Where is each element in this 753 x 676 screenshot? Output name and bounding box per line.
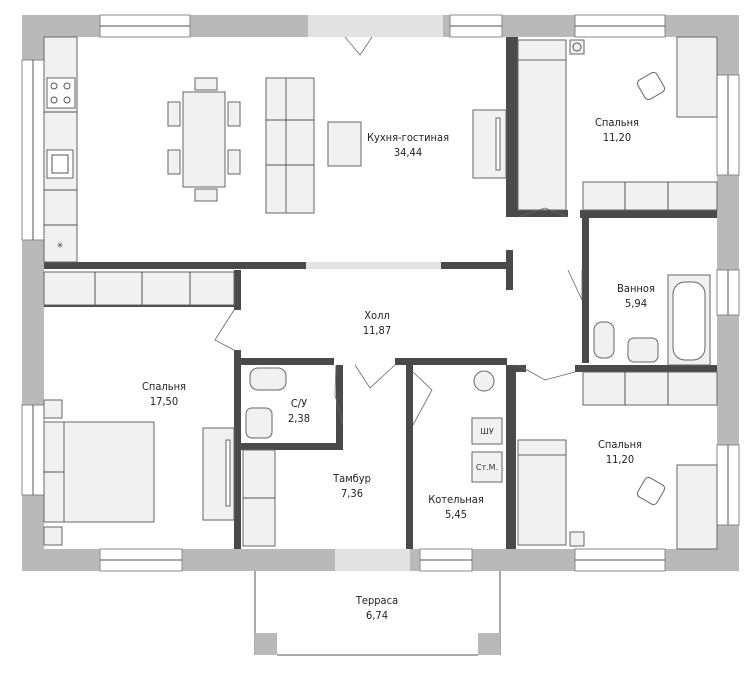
wardrobe-w: [43, 271, 235, 306]
room-area: 5,45: [445, 508, 467, 521]
coffee-table: [327, 121, 362, 167]
room-area: 11,20: [603, 131, 631, 144]
room-label-bedroom-ne: Спальня 11,20: [595, 116, 639, 144]
bathtub: [667, 274, 711, 366]
sink-bath: [627, 337, 659, 363]
interior-walls: [44, 37, 717, 549]
snowflake-icon: ✳: [57, 241, 64, 250]
nightstand-w2: [43, 526, 63, 546]
bed-w: [43, 421, 155, 523]
desk-ne: [676, 36, 718, 118]
toilet-wc: [249, 367, 287, 391]
room-name: Тамбур: [332, 472, 371, 485]
room-label-hall: Холл 11,87: [363, 309, 391, 337]
tv-w: [202, 427, 235, 521]
room-label-bedroom-se: Спальня 11,20: [598, 438, 642, 466]
room-name: Спальня: [595, 116, 639, 129]
shoe-cabinet: [242, 449, 276, 547]
doors: [214, 36, 583, 426]
room-label-terrace: Терраса 6,74: [355, 594, 398, 622]
room-label-bathroom: Ванноя 5,94: [617, 282, 655, 310]
dining-table: [167, 77, 241, 202]
room-area: 11,87: [363, 324, 391, 337]
washing-machine: Ст.М.: [471, 451, 503, 483]
nightstand-se: [569, 531, 585, 547]
room-name: Терраса: [355, 594, 398, 607]
bed-ne: [517, 39, 567, 211]
wardrobe-ne: [582, 181, 718, 211]
sink-icon: [46, 149, 74, 179]
boiler-icon: [473, 370, 495, 392]
room-area: 6,74: [366, 609, 388, 622]
room-label-bedroom-w: Спальня 17,50: [142, 380, 186, 408]
desk-se: [676, 464, 718, 550]
room-name: Кухня-гостиная: [367, 131, 449, 144]
sink-wc: [245, 407, 273, 439]
washing-machine-label: Ст.М.: [476, 463, 498, 472]
control-panel-label: ШУ: [480, 427, 494, 436]
bed-se: [517, 439, 567, 546]
lamp-icon: [572, 42, 582, 52]
room-label-boiler: Котельная 5,45: [428, 493, 484, 521]
sofa: [265, 77, 315, 214]
bottom-entrance-opening: [335, 549, 410, 571]
room-area: 5,94: [625, 297, 647, 310]
control-panel: ШУ: [471, 417, 503, 445]
room-area: 34,44: [394, 146, 422, 159]
stove-icon: [46, 77, 76, 109]
nightstand-ne: [569, 39, 585, 55]
room-name: Котельная: [428, 493, 484, 506]
room-name: Спальня: [142, 380, 186, 393]
top-entrance-opening: [308, 15, 443, 37]
tv-unit: [472, 109, 507, 179]
terrace: [254, 571, 501, 656]
room-label-vestibule: Тамбур 7,36: [332, 472, 371, 500]
nightstand-w1: [43, 399, 63, 419]
room-name: Спальня: [598, 438, 642, 451]
wardrobe-se: [582, 371, 718, 406]
room-name: С/У: [291, 397, 307, 410]
chair-ne-icon: [636, 71, 666, 101]
room-label-wc: С/У 2,38: [288, 397, 310, 425]
room-area: 11,20: [606, 453, 634, 466]
toilet-bath: [593, 321, 615, 359]
room-area: 7,36: [341, 487, 363, 500]
windows: [21, 14, 740, 572]
room-name: Холл: [364, 309, 390, 322]
room-name: Ванноя: [617, 282, 655, 295]
room-area: 2,38: [288, 412, 310, 425]
room-area: 17,50: [150, 395, 178, 408]
chair-se-icon: [636, 476, 666, 506]
room-label-kitchen-living: Кухня-гостиная 34,44: [367, 131, 449, 159]
